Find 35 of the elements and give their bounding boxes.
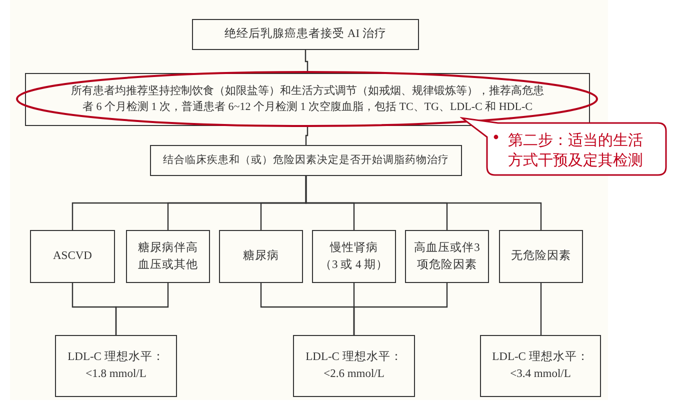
box-text: 所有患者均推荐坚持控制饮食（如限盐等）和生活方式调节（如戒烟、规律锻炼等），推荐高危患者 6 个月检测 1 次，普通患者 6~12 个月检测 1 次空腹血脂，包括 TC、TG、LDL-C 和 HDL-C [70,84,545,114]
connector-line [115,283,169,335]
category-box [312,230,396,283]
category-box [30,230,115,283]
box-text: <3.4 mmol/L [510,367,571,382]
category-box [405,230,489,283]
box-text: 无危险因素 [511,248,571,264]
box-text: 糖尿病伴高血压或其他 [137,240,199,272]
box-text: （3 或 4 期） [320,258,388,272]
box-text: LDL-C 理想水平： [306,350,402,366]
box-text: ASCVD [53,249,92,264]
box-text: <1.8 mmol/L [86,367,146,382]
category-box [499,230,583,283]
box-text: LDL-C 理想水平： [492,350,589,366]
connector-line [304,50,308,73]
process-box [150,145,462,176]
box-text: 高血压或伴3 项危险因素 [413,240,481,272]
category-box [55,335,177,397]
callout-text: 第二步：适当的生活方式干预及定其检测 [508,130,644,170]
box-text: 结合临床疾患和（或）危险因素决定是否开始调脂药物治疗 [163,153,449,168]
connector-line [353,283,448,335]
process-box [192,19,419,50]
connector-line [540,283,542,335]
callout-box [460,115,668,177]
category-box [293,335,415,397]
box-text: 绝经后乳腺癌患者接受 AI 治疗 [224,26,386,42]
box-text: LDL-C 理想水平： [68,350,164,366]
box-text: 糖尿病 [243,248,279,264]
connector-line [305,176,542,230]
box-text: <2.6 mmol/L [324,367,384,382]
category-box [219,230,303,283]
connector-line [305,126,308,145]
category-box [480,335,601,397]
box-text: 慢性肾病 [330,240,378,256]
category-box [126,230,210,283]
